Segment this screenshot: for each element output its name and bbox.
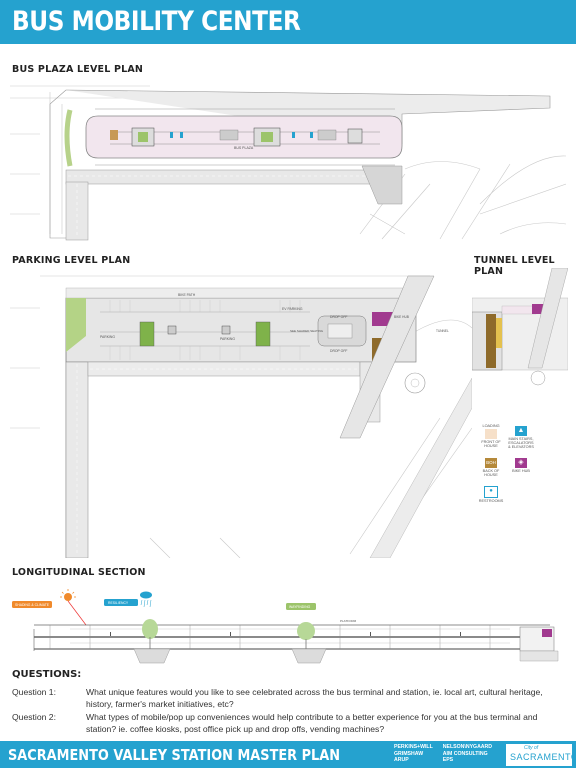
questions-heading: QUESTIONS: bbox=[12, 669, 82, 680]
footer-bar: SACRAMENTO VALLEY STATION MASTER PLAN PE… bbox=[0, 741, 576, 768]
bus-plaza-label: BUS PLAZA bbox=[234, 146, 254, 150]
tunnel-plan bbox=[472, 268, 568, 386]
cloud-icon bbox=[140, 591, 152, 608]
question-1: Question 1: What unique features would y… bbox=[12, 686, 568, 710]
question-1-label: Question 1: bbox=[12, 687, 56, 697]
platform-label: PLATFORM bbox=[340, 619, 357, 623]
legend-bike-hub: ◈ BIKE HUB bbox=[512, 458, 530, 473]
tunnel-heading: TUNNEL LEVEL PLAN bbox=[474, 255, 555, 277]
partners-col-1: PERKINS+WILL GRIMSHAW ARUP bbox=[394, 744, 433, 763]
longitudinal-section: SHADING & CLIMATE RESILIENCY WAYFINDING … bbox=[12, 589, 559, 664]
legend-stairs: ▲ MAIN STAIRS, ESCALATORS & ELEVATORS bbox=[508, 426, 534, 449]
bike-path-label: BIKE PATH bbox=[178, 293, 196, 297]
tag-resiliency: RESILIENCY bbox=[108, 601, 129, 605]
header-bar: BUS MOBILITY CENTER bbox=[0, 0, 576, 44]
legend-restrooms: ● RESTROOMS bbox=[478, 486, 504, 503]
parking-label-2: PARKING bbox=[220, 337, 235, 341]
ev-parking-label: EV PARKING bbox=[282, 307, 303, 311]
sun-icon bbox=[60, 589, 87, 626]
question-2-text: What types of mobile/pop up conveniences… bbox=[86, 712, 538, 734]
shaded-seating-label: SEE SHADED SEATING bbox=[290, 329, 324, 333]
tunnel-label: TUNNEL bbox=[436, 329, 449, 333]
question-2-label: Question 2: bbox=[12, 712, 56, 722]
drop-off-label-2: DROP OFF bbox=[330, 349, 347, 353]
partners-list: PERKINS+WILL GRIMSHAW ARUP NELSON\NYGAAR… bbox=[394, 744, 492, 764]
legend-back-of-house: BOH BACK OF HOUSE bbox=[482, 458, 500, 477]
partners-col-2: NELSON\NYGAARD AIM CONSULTING EPS bbox=[442, 744, 493, 763]
tag-wayfinding: WAYFINDING bbox=[289, 605, 311, 609]
tag-shading: SHADING & CLIMATE bbox=[15, 603, 50, 607]
bus-plaza-plan: BUS PLAZA bbox=[10, 85, 566, 241]
question-1-text: What unique features would you like to s… bbox=[86, 687, 543, 709]
longitudinal-heading: LONGITUDINAL SECTION bbox=[12, 567, 146, 578]
questions-block: QUESTIONS: Question 1: What unique featu… bbox=[12, 669, 568, 735]
page-title: BUS MOBILITY CENTER bbox=[12, 6, 301, 37]
parking-plan: BIKE PATH EV PARKING PARKING PARKING DRO… bbox=[10, 275, 472, 558]
parking-label-1: PARKING bbox=[100, 335, 115, 339]
bike-hub-label: BIKE HUB bbox=[394, 315, 409, 319]
drop-off-label-1: DROP OFF bbox=[330, 315, 347, 319]
parking-heading: PARKING LEVEL PLAN bbox=[12, 255, 131, 266]
legend: LOADING FRONT OF HOUSE ▲ MAIN STAIRS, ES… bbox=[478, 424, 538, 516]
question-2: Question 2: What types of mobile/pop up … bbox=[12, 711, 568, 735]
bus-plaza-heading: BUS PLAZA LEVEL PLAN bbox=[12, 64, 144, 75]
footer-title: SACRAMENTO VALLEY STATION MASTER PLAN bbox=[8, 746, 341, 764]
legend-loading: LOADING FRONT OF HOUSE bbox=[481, 424, 501, 448]
city-of-sacramento-logo: City of SACRAMENTO bbox=[506, 744, 576, 766]
